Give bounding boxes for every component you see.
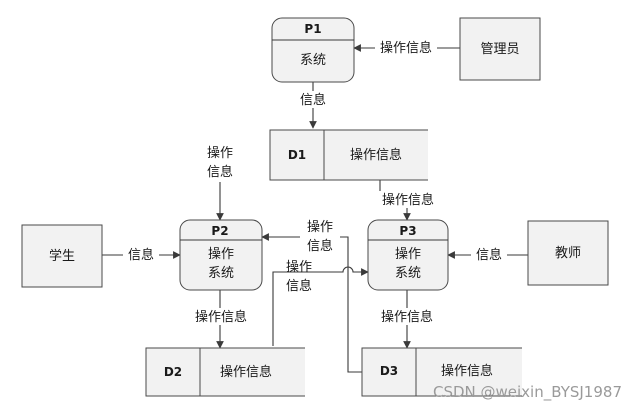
- datastore-d3-name: 操作信息: [441, 363, 493, 379]
- process-p3-name-line1: 操作: [395, 246, 421, 262]
- process-p1-name: 系统: [300, 53, 326, 68]
- watermark-text: CSDN @weixin_BYSJ1987: [433, 383, 622, 402]
- flow-label-in-p2-line1: 操作: [207, 145, 233, 161]
- flow-label-p2-d2: 操作信息: [195, 309, 247, 325]
- entity-student[interactable]: 学生: [21, 224, 103, 288]
- datastore-d2[interactable]: D2 操作信息: [145, 347, 305, 397]
- flow-label-d1-p3: 操作信息: [382, 192, 434, 208]
- entity-student-label: 学生: [49, 248, 75, 264]
- datastore-d2-id: D2: [164, 365, 182, 379]
- entity-admin[interactable]: 管理员: [459, 17, 541, 81]
- process-p1-id: P1: [304, 22, 321, 36]
- flow-label-p2-p3-line2: 信息: [286, 278, 312, 294]
- flow-label-teacher-p3: 信息: [476, 247, 502, 263]
- flow-label-student-p2: 信息: [128, 247, 154, 263]
- process-p2[interactable]: P2 操作 系统: [179, 219, 263, 291]
- flow-label-admin-p1: 操作信息: [380, 40, 432, 56]
- datastore-d1-id: D1: [288, 148, 306, 162]
- process-p1[interactable]: P1 系统: [271, 17, 355, 83]
- process-p3[interactable]: P3 操作 系统: [367, 219, 449, 291]
- datastore-d1-name: 操作信息: [350, 147, 402, 163]
- flow-label-p3-p2-line1: 操作: [307, 219, 333, 235]
- datastore-d1[interactable]: D1 操作信息: [269, 129, 428, 181]
- process-p2-name-line1: 操作: [208, 246, 234, 262]
- entity-teacher-label: 教师: [555, 245, 581, 261]
- entity-teacher[interactable]: 教师: [527, 220, 609, 286]
- entity-admin-label: 管理员: [480, 42, 519, 57]
- flow-label-in-p2-line2: 信息: [207, 164, 233, 180]
- flow-p2-to-p3: [272, 266, 369, 346]
- process-p2-id: P2: [211, 224, 228, 238]
- process-p2-name-line2: 系统: [208, 266, 234, 281]
- flow-label-p3-d3: 操作信息: [381, 309, 433, 325]
- datastore-d3-id: D3: [380, 364, 398, 378]
- flow-label-p3-p2-line2: 信息: [307, 238, 333, 254]
- process-p3-id: P3: [399, 224, 416, 238]
- flow-label-p1-d1: 信息: [300, 92, 326, 108]
- process-p3-name-line2: 系统: [395, 266, 421, 281]
- flow-label-p2-p3-line1: 操作: [286, 259, 312, 275]
- datastore-d3[interactable]: D3 操作信息: [361, 347, 522, 397]
- datastore-d2-name: 操作信息: [220, 364, 272, 380]
